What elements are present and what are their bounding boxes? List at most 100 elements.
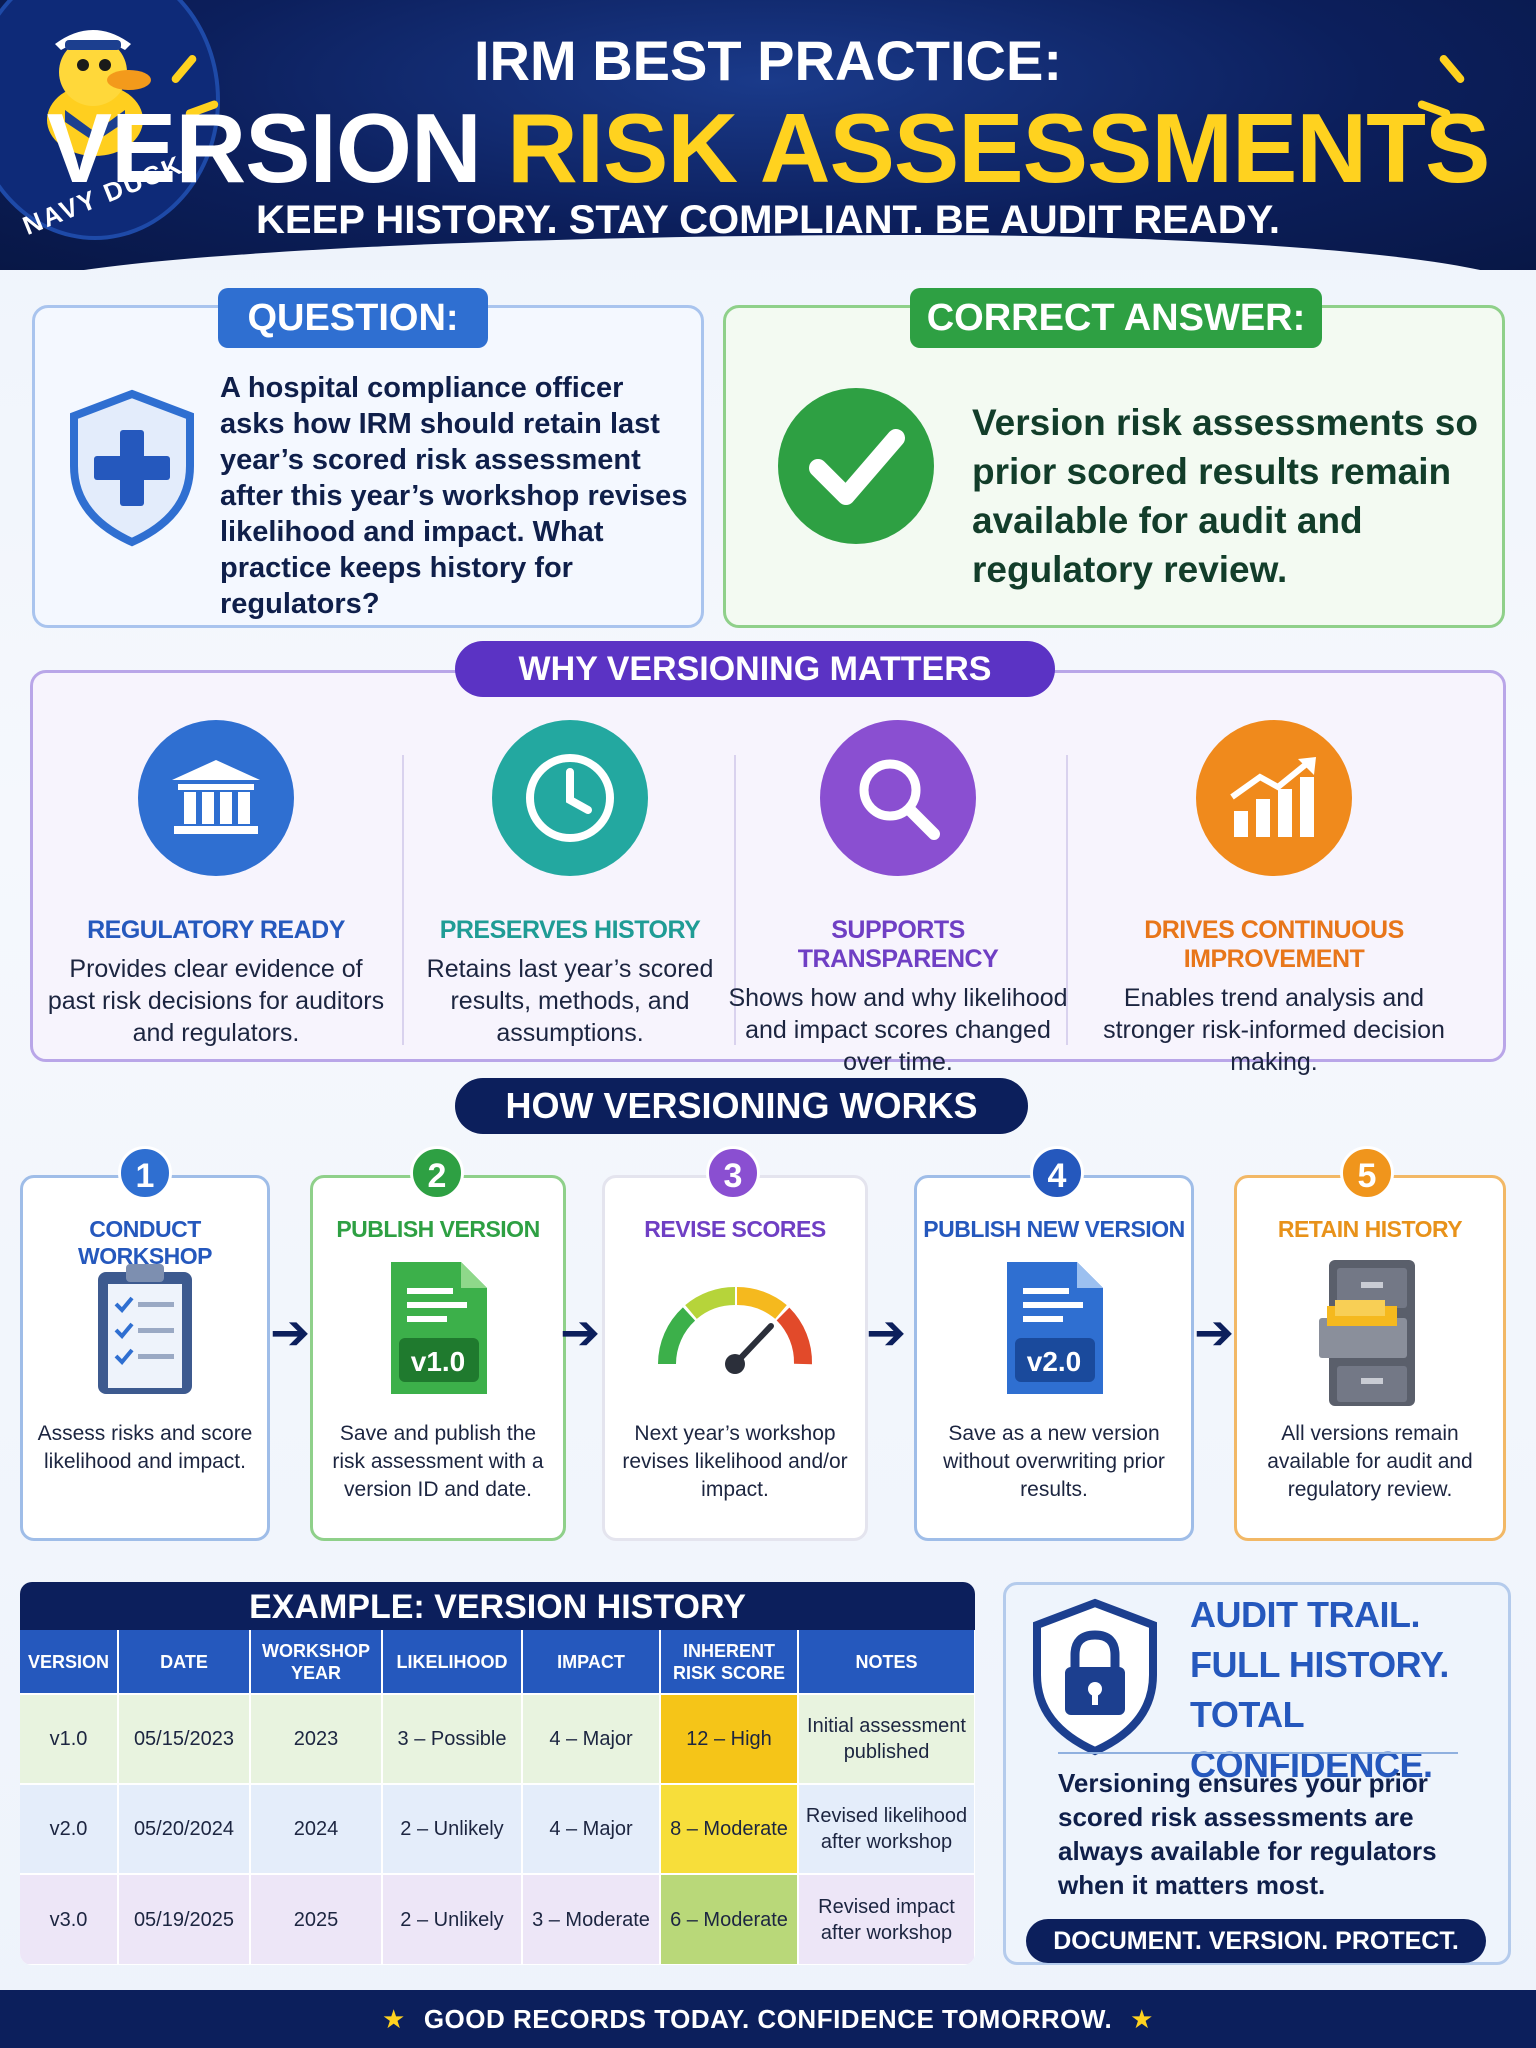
step-card-1: CONDUCT WORKSHOP Assess risks and score … <box>20 1175 270 1541</box>
cell-notes: Revised likelihood after workshop <box>798 1783 975 1874</box>
table-header-row: VERSION DATE WORKSHOP YEAR LIKELIHOOD IM… <box>20 1630 975 1694</box>
step-number: 4 <box>1030 1146 1084 1200</box>
why-item-desc: Provides clear evidence of past risk dec… <box>47 955 385 1047</box>
step-card-4: PUBLISH NEW VERSION v2.0 Save as a new v… <box>914 1175 1194 1541</box>
step-desc: Save and publish the risk assessment wit… <box>332 1422 544 1501</box>
header-kicker: IRM BEST PRACTICE: <box>474 29 1062 92</box>
cell-version: v3.0 <box>20 1873 119 1964</box>
arrow-right-icon: ➔ <box>1194 1307 1235 1360</box>
why-item-title: PRESERVES HISTORY <box>439 916 701 944</box>
why-title: WHY VERSIONING MATTERS <box>455 641 1055 697</box>
version-badge: v2.0 <box>1026 1346 1082 1377</box>
table-row: v3.0 05/19/2025 2025 2 – Unlikely 3 – Mo… <box>20 1873 975 1964</box>
header-tagline: KEEP HISTORY. STAY COMPLIANT. BE AUDIT R… <box>256 198 1280 242</box>
version-history-table: EXAMPLE: VERSION HISTORY VERSION DATE WO… <box>20 1582 975 1965</box>
column-header: IMPACT <box>522 1630 661 1694</box>
why-item-desc: Retains last year’s scored results, meth… <box>426 955 714 1047</box>
bank-icon <box>138 720 294 876</box>
step-card-5: RETAIN HISTORY All versions remain avail… <box>1234 1175 1506 1541</box>
cell-likelihood: 2 – Unlikely <box>382 1783 523 1874</box>
why-item-improvement: DRIVES CONTINUOUS IMPROVEMENT Enables tr… <box>1102 720 1446 1078</box>
cell-date: 05/15/2023 <box>118 1693 251 1784</box>
table: VERSION DATE WORKSHOP YEAR LIKELIHOOD IM… <box>20 1630 975 1964</box>
growth-chart-icon <box>1196 720 1352 876</box>
why-item-title: SUPPORTS TRANSPARENCY <box>797 916 999 973</box>
step-number: 5 <box>1340 1146 1394 1200</box>
why-item-title: REGULATORY READY <box>87 916 345 944</box>
star-icon: ★ <box>1130 2004 1154 2034</box>
divider <box>734 755 736 1045</box>
question-label: QUESTION: <box>218 288 488 348</box>
clock-icon <box>492 720 648 876</box>
audit-text: Versioning ensures your prior scored ris… <box>1058 1768 1437 1900</box>
step-title: REVISE SCORES <box>644 1216 826 1242</box>
why-item-desc: Enables trend analysis and stronger risk… <box>1103 984 1445 1076</box>
why-item-title: DRIVES CONTINUOUS IMPROVEMENT <box>1144 916 1404 973</box>
cell-date: 05/20/2024 <box>118 1783 251 1874</box>
step-card-3: REVISE SCORES Next year’s workshop revis… <box>602 1175 868 1541</box>
document-v2-icon <box>1007 1262 1103 1394</box>
header-banner: NAVY DUCK IRM BEST PRACTICE: VERSION RIS… <box>0 0 1536 270</box>
duck-mascot-icon <box>47 30 151 156</box>
footer-banner: ★ GOOD RECORDS TODAY. CONFIDENCE TOMORROW… <box>0 1990 1536 2048</box>
cell-year: 2024 <box>250 1783 383 1874</box>
title-part-2: RISK ASSESSMENTS <box>507 93 1490 203</box>
audit-line-3: TOTAL CONFIDENCE. <box>1190 1694 1433 1785</box>
cell-impact: 4 – Major <box>522 1693 661 1784</box>
step-number: 1 <box>118 1146 172 1200</box>
document-v1-icon <box>391 1262 487 1394</box>
audit-line-1: AUDIT TRAIL. <box>1190 1594 1420 1635</box>
table-title: EXAMPLE: VERSION HISTORY <box>20 1582 975 1630</box>
step-number: 2 <box>410 1146 464 1200</box>
cell-year: 2025 <box>250 1873 383 1964</box>
arrow-right-icon: ➔ <box>560 1307 601 1360</box>
divider <box>1066 755 1068 1045</box>
cell-score: 12 – High <box>660 1693 799 1784</box>
cell-impact: 3 – Moderate <box>522 1873 661 1964</box>
arrow-right-icon: ➔ <box>270 1307 311 1360</box>
step-card-2: PUBLISH VERSION v1.0 Save and publish th… <box>310 1175 566 1541</box>
footer-text: GOOD RECORDS TODAY. CONFIDENCE TOMORROW. <box>423 2004 1113 2034</box>
step-desc: Save as a new version without overwritin… <box>943 1422 1165 1501</box>
filing-cabinet-icon <box>1319 1260 1415 1406</box>
step-desc: All versions remain available for audit … <box>1267 1422 1473 1501</box>
cell-impact: 4 – Major <box>522 1783 661 1874</box>
page-title: VERSION RISK ASSESSMENTS <box>0 92 1536 205</box>
shield-medical-icon <box>70 389 194 547</box>
checkmark-icon <box>778 388 934 544</box>
step-desc: Assess risks and score likelihood and im… <box>37 1422 253 1473</box>
cell-likelihood: 2 – Unlikely <box>382 1873 523 1964</box>
step-number: 3 <box>706 1146 760 1200</box>
cell-score: 8 – Moderate <box>660 1783 799 1874</box>
answer-text: Version risk assessments so prior scored… <box>972 402 1478 590</box>
step-title: PUBLISH NEW VERSION <box>923 1216 1185 1242</box>
audit-line-2: FULL HISTORY. <box>1190 1644 1449 1685</box>
magnifier-icon <box>820 720 976 876</box>
table-row: v2.0 05/20/2024 2024 2 – Unlikely 4 – Ma… <box>20 1783 975 1874</box>
how-title: HOW VERSIONING WORKS <box>455 1078 1028 1134</box>
cell-score: 6 – Moderate <box>660 1873 799 1964</box>
audit-slogan: DOCUMENT. VERSION. PROTECT. <box>1026 1919 1486 1963</box>
cell-notes: Initial assessment published <box>798 1693 975 1784</box>
column-header: VERSION <box>20 1630 119 1694</box>
why-item-desc: Shows how and why likelihood and impact … <box>728 984 1068 1076</box>
column-header: WORKSHOP YEAR <box>250 1630 383 1694</box>
question-text: A hospital compliance officer asks how I… <box>220 372 688 620</box>
column-header: LIKELIHOOD <box>382 1630 523 1694</box>
cell-notes: Revised impact after workshop <box>798 1873 975 1964</box>
column-header: NOTES <box>798 1630 975 1694</box>
arrow-right-icon: ➔ <box>866 1307 907 1360</box>
column-header: INHERENT RISK SCORE <box>660 1630 799 1694</box>
cell-version: v2.0 <box>20 1783 119 1874</box>
version-badge: v1.0 <box>410 1346 466 1377</box>
why-item-history: PRESERVES HISTORY Retains last year’s sc… <box>400 720 740 1049</box>
lock-shield-icon <box>1033 1598 1157 1756</box>
star-icon: ★ <box>382 2004 406 2034</box>
answer-label: CORRECT ANSWER: <box>910 288 1322 348</box>
step-title: RETAIN HISTORY <box>1277 1216 1463 1242</box>
why-item-transparency: SUPPORTS TRANSPARENCY Shows how and why … <box>728 720 1068 1078</box>
step-desc: Next year’s workshop revises likelihood … <box>622 1422 848 1501</box>
audit-headline: AUDIT TRAIL. FULL HISTORY. TOTAL CONFIDE… <box>1190 1590 1536 1790</box>
column-header: DATE <box>118 1630 251 1694</box>
table-row: v1.0 05/15/2023 2023 3 – Possible 4 – Ma… <box>20 1693 975 1784</box>
